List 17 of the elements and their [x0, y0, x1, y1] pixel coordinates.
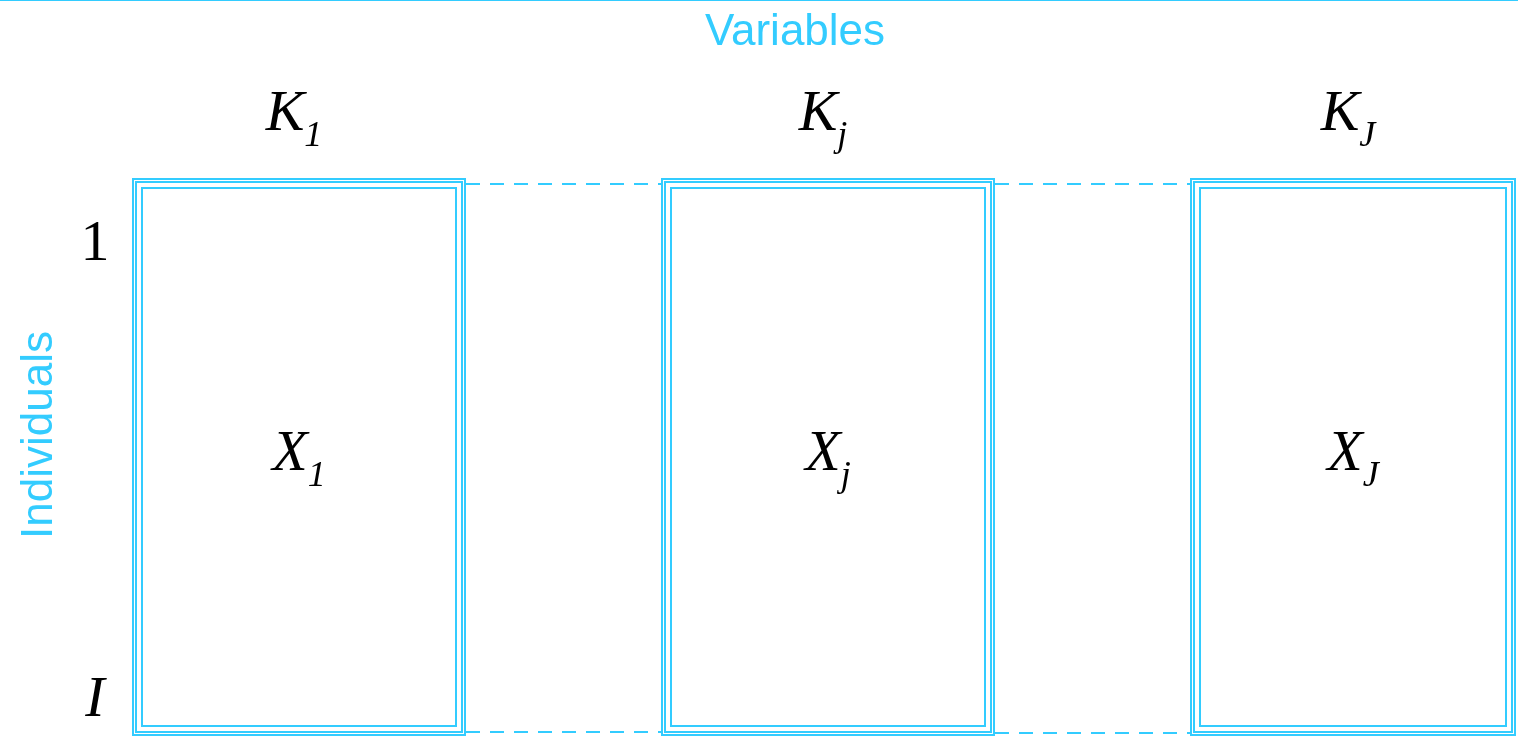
matrix-block — [132, 178, 466, 736]
column-count: K$_{j}$ — [798, 82, 848, 153]
row-index: I — [85, 668, 105, 726]
matrix-symbol: X$_{j}$ — [805, 421, 851, 493]
axis-title: Individuals — [12, 331, 62, 539]
dashed-connector — [465, 731, 662, 733]
matrix-block — [1190, 178, 1516, 736]
column-count: K$_{1}$ — [265, 82, 323, 153]
matrix-symbol: X$_{J}$ — [1327, 421, 1379, 493]
matrix-block — [661, 178, 995, 736]
dashed-connector — [994, 183, 1191, 185]
row-index: 1 — [80, 212, 110, 270]
dashed-connector — [465, 183, 662, 185]
column-count: K$_{J}$ — [1320, 82, 1376, 153]
axis-title: Variables — [704, 5, 886, 55]
matrix-symbol: X$_{1}$ — [272, 421, 326, 493]
dashed-connector — [994, 732, 1191, 734]
